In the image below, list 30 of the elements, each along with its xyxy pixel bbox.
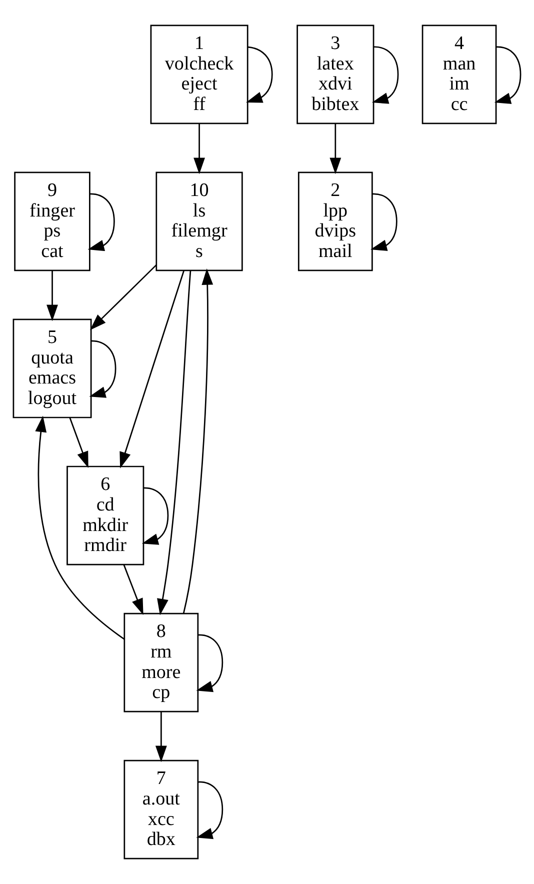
arrow <box>246 46 273 103</box>
node-box: 10 ls filemgr s <box>156 172 243 272</box>
arrow <box>194 123 205 174</box>
arrow <box>142 487 169 545</box>
node-box: 9 finger ps cat <box>14 172 90 272</box>
node-box: 6 cd mkdir rmdir <box>66 466 144 566</box>
node-box: 4 man im cc <box>422 24 497 124</box>
arrow <box>120 270 184 468</box>
arrow <box>330 123 342 174</box>
arrow <box>157 270 192 616</box>
arrow <box>372 46 399 104</box>
node-box: 7 a.out xcc dbx <box>124 760 199 860</box>
arrow <box>494 46 522 104</box>
arrow <box>46 270 58 322</box>
arrow <box>35 416 125 640</box>
arrow <box>88 193 115 252</box>
arrow <box>155 712 167 762</box>
arrow <box>89 340 116 398</box>
arrow <box>196 634 224 692</box>
arrow <box>90 264 157 330</box>
arrow <box>370 193 398 251</box>
node-box: 3 latex xdvi bibtex <box>296 24 374 124</box>
arrow <box>123 564 144 615</box>
node-box: 2 lpp dvips mail <box>298 172 373 272</box>
node-box: 1 volcheck eject ff <box>150 24 248 124</box>
arrow <box>196 781 224 840</box>
node-box: 5 quota emacs logout <box>12 318 92 418</box>
arrow <box>69 417 88 468</box>
node-box: 8 rm more cp <box>124 612 199 712</box>
arrow <box>182 268 214 614</box>
